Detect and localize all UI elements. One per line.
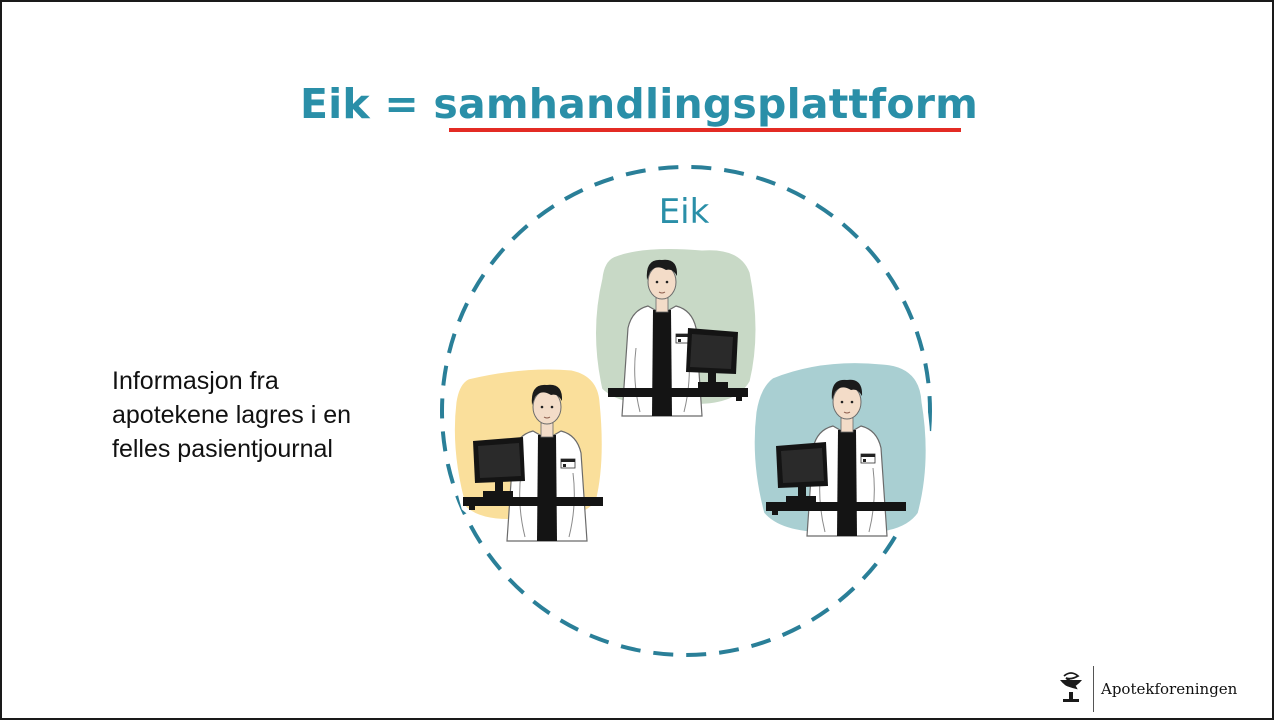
pharmacist-top <box>591 244 761 417</box>
slide-title: Eik = samhandlingsplattform <box>2 80 1274 128</box>
side-text-line-1: Informasjon fra <box>112 367 279 395</box>
side-text-line-3: felles pasientjournal <box>112 435 333 463</box>
eik-platform-circle <box>440 165 932 657</box>
circle-label: Eik <box>659 192 710 232</box>
logo-divider <box>1093 666 1094 712</box>
apotekforeningen-logo: Apotekforeningen <box>1040 666 1240 714</box>
bowl-of-hygieia-icon <box>1060 672 1082 702</box>
logo-text: Apotekforeningen <box>1101 680 1238 698</box>
title-underline <box>449 128 961 132</box>
pharmacist-left <box>449 364 607 542</box>
side-text: Informasjon fra apotekene lagres i en fe… <box>112 364 412 466</box>
title-prefix: Eik = <box>299 80 434 128</box>
pharmacist-right <box>749 358 931 538</box>
title-emphasis: samhandlingsplattform <box>433 80 979 128</box>
side-text-line-2: apotekene lagres i en <box>112 401 352 429</box>
